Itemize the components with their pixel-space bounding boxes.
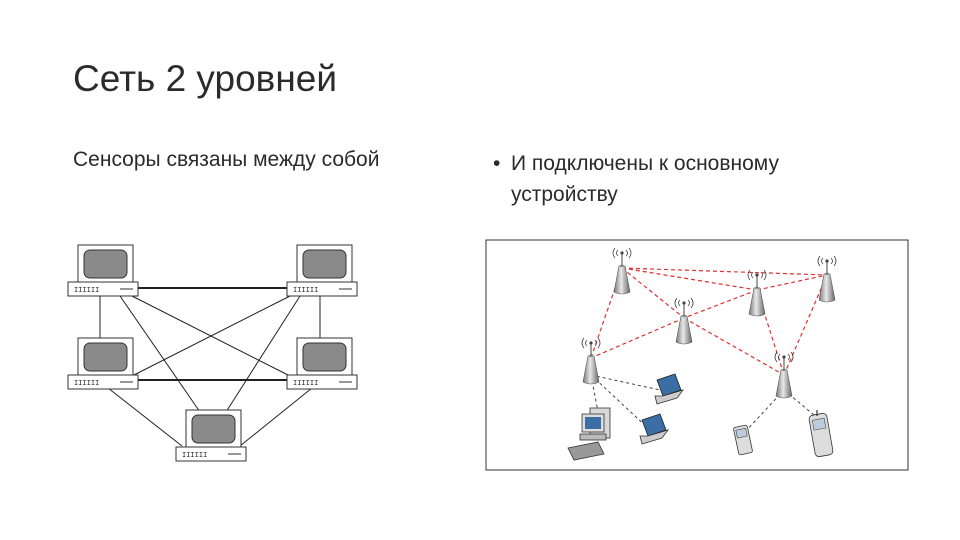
terminal-label: IIIIII bbox=[293, 286, 318, 294]
left-caption: Сенсоры связаны между собой bbox=[73, 148, 380, 171]
terminal-node-4: IIIIII bbox=[286, 337, 358, 390]
slide-title: Сеть 2 уровней bbox=[73, 58, 338, 99]
desktop-computer-icon bbox=[567, 407, 611, 461]
terminal-node-5: IIIIII bbox=[175, 409, 247, 462]
laptop-icon bbox=[639, 413, 670, 445]
terminal-label: IIIIII bbox=[74, 286, 99, 294]
terminal-label: IIIIII bbox=[74, 379, 99, 387]
mobile-phone-icon bbox=[733, 424, 753, 456]
mesh-links bbox=[99, 287, 321, 447]
terminal-label: IIIIII bbox=[182, 451, 207, 459]
terminal-node-3: IIIIII bbox=[67, 337, 139, 390]
diagram-frame bbox=[485, 239, 909, 471]
terminal-node-1: IIIIII bbox=[67, 244, 139, 297]
terminal-node-2: IIIIII bbox=[286, 244, 358, 297]
bullet-marker: • bbox=[493, 152, 501, 175]
bullet-item: • И подключены к основному устройству bbox=[493, 148, 873, 210]
terminal-label: IIIIII bbox=[293, 379, 318, 387]
bullet-text: И подключены к основному устройству bbox=[511, 152, 779, 206]
laptop-icon bbox=[654, 373, 685, 405]
mobile-phone-icon bbox=[808, 410, 834, 458]
